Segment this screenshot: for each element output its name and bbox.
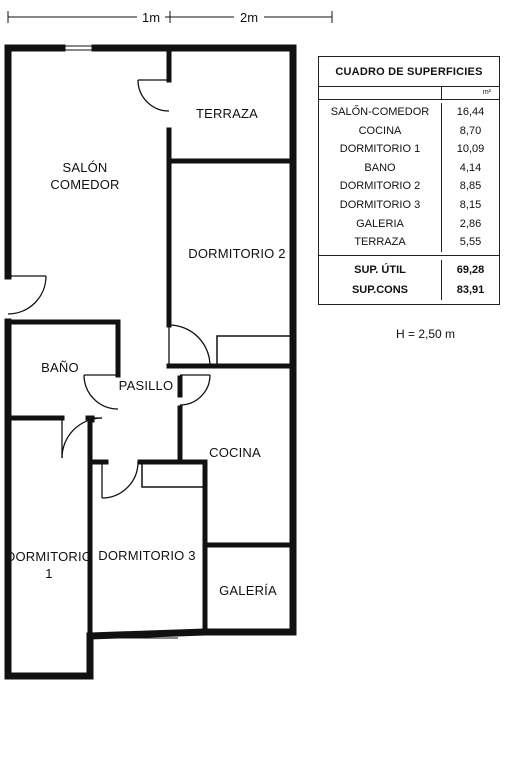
- area-value-cell: 8,70: [459, 124, 482, 137]
- windows: [62, 45, 275, 639]
- area-table-rows: SALŐN-COMEDOR 16,44 COCINA 8,70 DORMITORIO…: [319, 100, 499, 256]
- room-name-cell: DORMITORIO 2: [319, 177, 442, 196]
- total-value-cell: 69,28: [456, 263, 485, 276]
- room-name-cell: GALERIA: [319, 214, 442, 234]
- scale-bar: [7, 11, 333, 23]
- room-name-cell: DORMITORIO 1: [319, 140, 442, 159]
- room-label-dormitorio-1-number: 1: [45, 566, 52, 581]
- area-table-title: CUADRO DE SUPERFICIES: [319, 57, 499, 87]
- area-value-cell: 5,55: [459, 236, 482, 249]
- table-row-total: SUP. ÚTIL 69,28: [319, 259, 499, 280]
- area-value-cell: 4,14: [459, 161, 482, 174]
- table-row: SALŐN-COMEDOR 16,44: [319, 103, 499, 122]
- room-name-cell: DORMITORIO 3: [319, 195, 442, 215]
- table-row: DORMITORIO 2 8,85: [319, 177, 499, 196]
- area-table-unit-row: m²: [319, 87, 499, 100]
- table-row: BANO 4,14: [319, 158, 499, 178]
- ceiling-height-note: H = 2,50 m: [396, 327, 456, 341]
- room-label-salon: SALÓN: [62, 160, 107, 175]
- total-value-cell: 83,91: [456, 283, 485, 296]
- table-row: COCINA 8,70: [319, 121, 499, 141]
- area-table: CUADRO DE SUPERFICIES m² SALŐN-COMEDOR 16…: [318, 56, 500, 305]
- door-swings: [7, 79, 211, 499]
- total-name-cell: SUP.CONS: [319, 279, 442, 300]
- table-row: DORMITORIO 3 8,15: [319, 195, 499, 215]
- area-table-unit: m²: [482, 89, 491, 96]
- room-label-cocina: COCINA: [209, 445, 261, 460]
- table-row-total: SUP.CONS 83,91: [319, 279, 499, 300]
- room-label-comedor: COMEDOR: [50, 177, 119, 192]
- room-name-cell: COCINA: [319, 121, 442, 141]
- scale-label-1m: 1m: [142, 10, 160, 25]
- area-value-cell: 2,86: [459, 217, 482, 230]
- room-label-bano: BAÑO: [41, 360, 79, 375]
- scale-label-2m: 2m: [240, 10, 258, 25]
- partitions: [141, 335, 294, 488]
- room-name-cell: SALŐN-COMEDOR: [319, 103, 442, 122]
- room-label-terraza: TERRAZA: [196, 106, 258, 121]
- area-value-cell: 8,85: [459, 180, 482, 193]
- table-row: TERRAZA 5,55: [319, 233, 499, 252]
- room-name-cell: BANO: [319, 158, 442, 178]
- room-label-dormitorio-1: DORMITORIO: [6, 549, 92, 564]
- table-row: DORMITORIO 1 10,09: [319, 140, 499, 159]
- area-table-totals: SUP. ÚTIL 69,28 SUP.CONS 83,91: [319, 256, 499, 304]
- room-label-pasillo: PASILLO: [119, 378, 174, 393]
- room-label-dormitorio-3: DORMITORIO 3: [98, 548, 196, 563]
- area-value-cell: 10,09: [456, 143, 485, 156]
- area-value-cell: 16,44: [456, 106, 485, 118]
- table-row: GALERIA 2,86: [319, 214, 499, 234]
- total-name-cell: SUP. ÚTIL: [319, 259, 442, 280]
- room-name-cell: TERRAZA: [319, 233, 442, 252]
- room-label-dormitorio-2: DORMITORIO 2: [188, 246, 286, 261]
- room-label-galeria: GALERÍA: [219, 583, 277, 598]
- area-value-cell: 8,15: [459, 198, 482, 211]
